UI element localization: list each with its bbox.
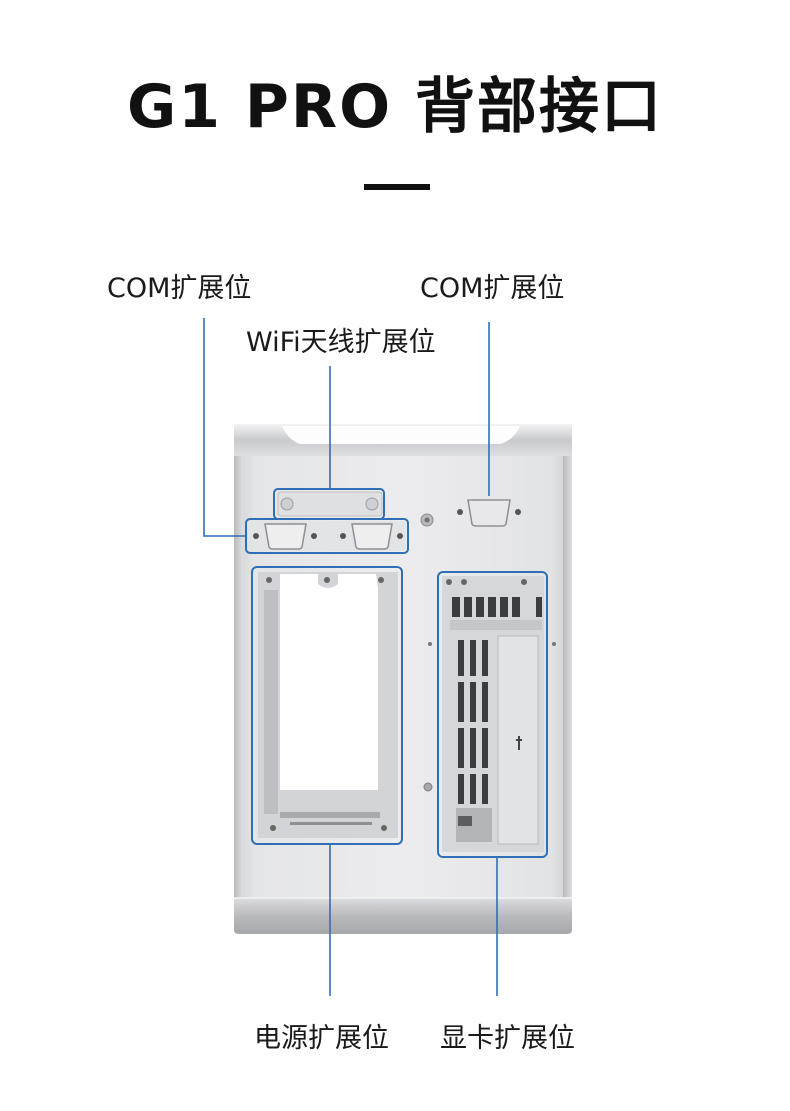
callout-boxes (245, 488, 548, 858)
gpu-expansion-area (442, 576, 544, 852)
callout-gpu-label: 显卡扩展位 (440, 1023, 575, 1054)
callout-wifi-label: WiFi天线扩展位 (246, 327, 436, 358)
callout-com-left-label: COM扩展位 (107, 273, 252, 304)
com-port-right (457, 499, 521, 527)
screw-icon (428, 642, 432, 646)
title-underline (364, 184, 430, 190)
com-ports-left (248, 521, 406, 551)
screw-icon (423, 782, 433, 792)
screw-icon (420, 513, 434, 527)
wifi-antenna-plate (277, 491, 383, 517)
callout-com-right-label: COM扩展位 (420, 273, 565, 304)
callout-lines (203, 318, 498, 996)
power-supply-opening (258, 572, 398, 838)
page-title: G1 PRO 背部接口 (127, 72, 663, 142)
callout-power-label: 电源扩展位 (254, 1023, 389, 1054)
screw-icon (552, 642, 556, 646)
